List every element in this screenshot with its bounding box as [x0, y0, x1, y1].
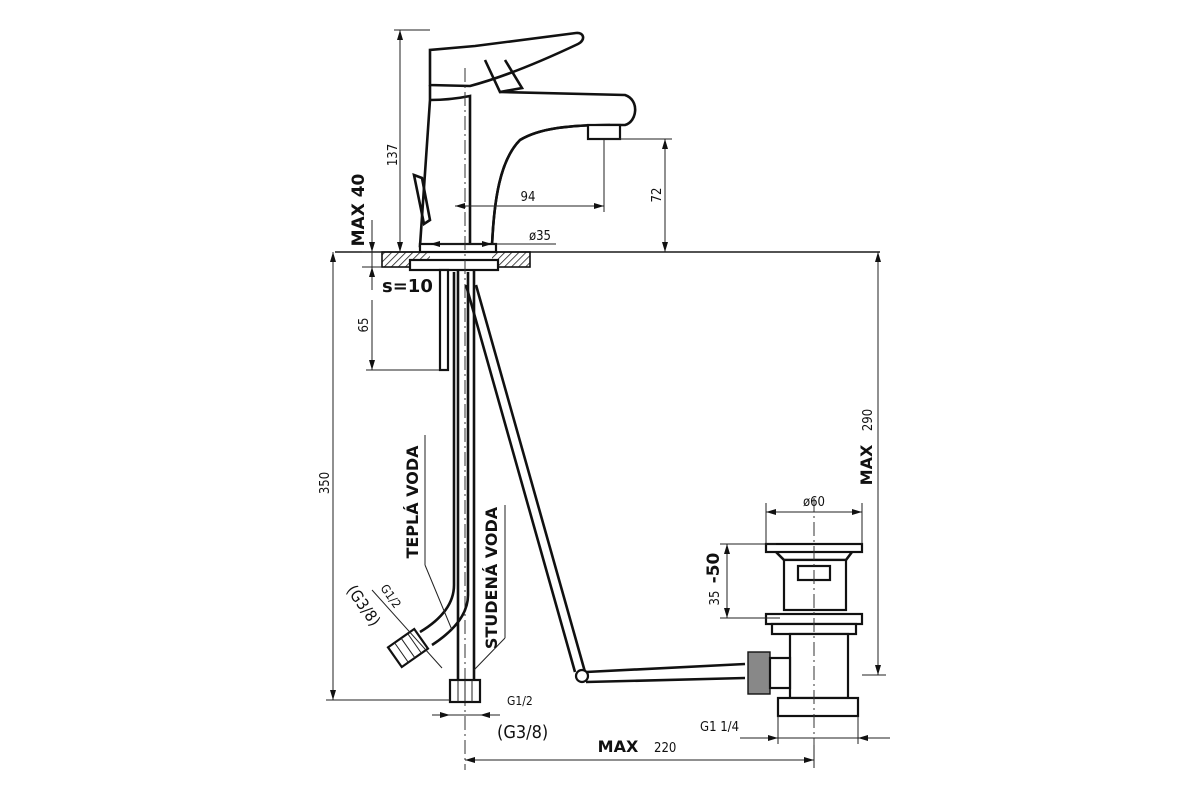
hoses [386, 270, 482, 704]
dim-drain-thread: G1 1/4 [700, 716, 890, 744]
svg-text:72: 72 [650, 188, 665, 203]
svg-text:MAX: MAX [857, 444, 876, 485]
dim-drain-adjust: -50 35 [704, 543, 780, 619]
dim-hole-diameter: ø35 [430, 229, 556, 247]
hot-water-label: TEPLÁ VODA [403, 435, 453, 631]
svg-text:(G3/8): (G3/8) [497, 722, 548, 743]
svg-text:MAX 40: MAX 40 [349, 173, 369, 246]
cold-thread-labels: G1/2 (G3/8) [432, 694, 548, 743]
svg-text:350: 350 [318, 472, 333, 494]
dim-max-reach: MAX 220 [465, 737, 815, 768]
svg-text:137: 137 [386, 144, 401, 166]
dim-spout-clearance: 72 [600, 138, 672, 252]
svg-text:220: 220 [654, 741, 676, 756]
dim-spout-reach: 94 [455, 140, 605, 212]
faucet-body [412, 31, 637, 254]
svg-text:G1/2: G1/2 [378, 582, 404, 611]
dim-drain-height: MAX 290 [857, 252, 886, 676]
countertop [335, 251, 880, 272]
cold-water-label: STUDENÁ VODA [473, 505, 506, 671]
popup-rod [438, 268, 450, 372]
svg-text:TEPLÁ VODA: TEPLÁ VODA [403, 445, 422, 559]
dim-drain-diameter: ø60 [765, 495, 863, 544]
svg-text:ø60: ø60 [803, 495, 825, 510]
svg-text:35: 35 [708, 591, 723, 606]
dim-max-thickness: MAX 40 [349, 173, 382, 290]
dim-faucet-height: 137 [386, 29, 430, 252]
dim-rod-length: 65 [357, 300, 446, 371]
svg-text:-50: -50 [704, 552, 724, 583]
svg-text:G1/2: G1/2 [507, 694, 533, 708]
svg-text:ø35: ø35 [529, 229, 551, 244]
dim-hose-length: 350 [318, 252, 450, 701]
svg-text:94: 94 [521, 190, 536, 205]
svg-text:290: 290 [861, 409, 876, 431]
svg-text:G1 1/4: G1 1/4 [700, 720, 739, 735]
wall-thickness-label: s=10 [382, 276, 433, 297]
svg-text:STUDENÁ VODA: STUDENÁ VODA [482, 506, 501, 649]
popup-linkage [464, 284, 746, 684]
svg-text:MAX: MAX [598, 737, 639, 756]
drain-assembly [747, 542, 864, 718]
svg-text:65: 65 [357, 318, 372, 333]
